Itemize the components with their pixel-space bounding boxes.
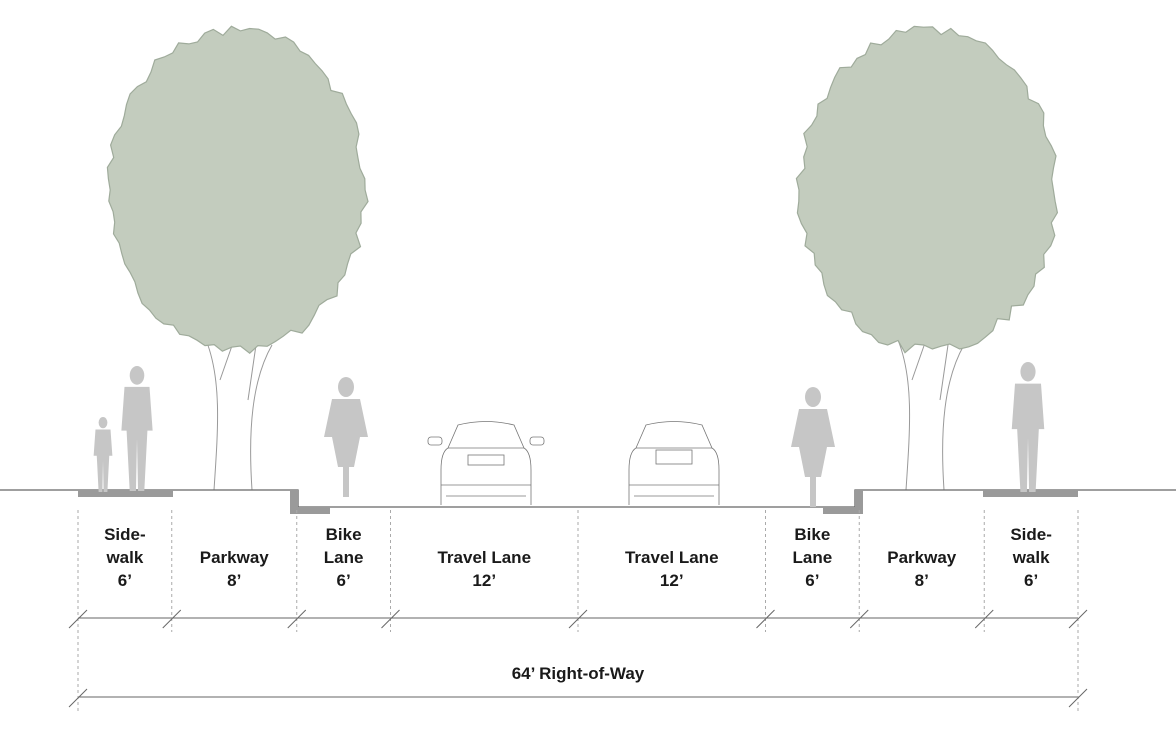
dimension-tick (568, 609, 588, 629)
segment-label-line: Bike (325, 525, 362, 544)
segment-label-travel-lane-right: Travel Lane 12’ (612, 520, 732, 592)
pedestrian-silhouette-right (1011, 362, 1045, 492)
car-mirror (427, 436, 443, 446)
head (129, 366, 145, 385)
segment-label-sidewalk-right: Side-walk 6’ (971, 520, 1091, 592)
car-bumper (629, 484, 719, 497)
car-bumper (441, 484, 531, 497)
dimension-tick (1068, 609, 1088, 629)
car-license-plate (655, 449, 693, 465)
segment-label-line: Bike (794, 525, 831, 544)
segment-label-line: walk (1012, 548, 1050, 567)
tree-canopy (106, 25, 369, 354)
right-of-way-label: 64’ Right-of-Way (511, 664, 645, 683)
segment-label-line: 6’ (117, 571, 132, 590)
dimension-tick (162, 609, 182, 629)
dimension-tick (756, 609, 775, 629)
car-front-view (427, 421, 545, 505)
segment-label-line: Travel Lane (624, 548, 719, 567)
dimension-tick (1068, 688, 1088, 708)
segment-label-line: Parkway (199, 548, 269, 567)
car-grille (467, 454, 505, 466)
segment-label-line: Lane (323, 548, 364, 567)
tree-canopy (795, 25, 1059, 354)
cyclist-silhouette-left (324, 377, 368, 497)
dimension-tick (381, 609, 400, 629)
curb-right (823, 490, 863, 514)
child-pedestrian-silhouette (93, 417, 113, 492)
segment-label-line: 8’ (914, 571, 929, 590)
segment-label-line: walk (106, 548, 144, 567)
segment-label-parkway-left: Parkway 8’ (174, 520, 294, 592)
body (121, 386, 153, 491)
body (93, 429, 113, 492)
tree-right (795, 25, 1059, 491)
segment-label-sidewalk-left: Side-walk 6’ (65, 520, 185, 592)
car-body (440, 421, 532, 505)
tree-left (106, 25, 369, 491)
tree-trunk (205, 339, 273, 491)
segment-label-parkway-right: Parkway 8’ (862, 520, 982, 592)
bicycle-wheel (343, 432, 349, 497)
sidewalk-slab-left (78, 490, 173, 497)
segment-label-line: Side- (104, 525, 146, 544)
head (338, 377, 354, 397)
dimension-tick (68, 688, 88, 708)
dimension-tick (974, 609, 994, 629)
head (1020, 362, 1036, 382)
ground-line (0, 489, 1176, 508)
segment-label-line: 8’ (227, 571, 242, 590)
cyclist-silhouette-right (791, 387, 835, 507)
dimension-tick (287, 609, 307, 629)
bicycle-wheel (810, 442, 816, 507)
car-mirror (529, 436, 545, 446)
tree-trunk (897, 339, 965, 491)
segment-label-line: 6’ (805, 571, 820, 590)
segment-label-line: Travel Lane (437, 548, 532, 567)
curb-left (290, 490, 330, 514)
car-body (628, 421, 720, 505)
segment-label-line: 12’ (472, 571, 497, 590)
adult-pedestrian-silhouette (121, 366, 153, 491)
sidewalk-slab-right (983, 490, 1078, 497)
segment-label-line: 6’ (336, 571, 351, 590)
segment-label-line: Parkway (887, 548, 957, 567)
body (1011, 383, 1045, 492)
segment-label-line: 12’ (659, 571, 684, 590)
segment-label-line: Lane (792, 548, 833, 567)
car-rear-view (628, 421, 720, 505)
head (805, 387, 821, 407)
head (98, 417, 108, 429)
dimension-tick (68, 609, 88, 629)
segment-label-line: 6’ (1024, 571, 1039, 590)
dimension-tick (849, 609, 869, 629)
segment-label-line: Side- (1010, 525, 1052, 544)
segment-label-travel-lane-left: Travel Lane 12’ (424, 520, 544, 592)
